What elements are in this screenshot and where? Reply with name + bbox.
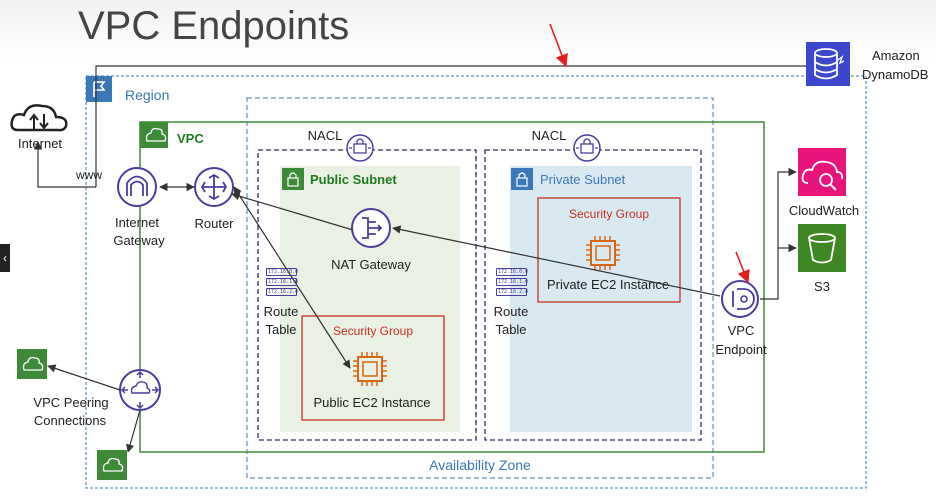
vpc-endpoint-label-line2: Endpoint	[715, 342, 767, 357]
nacl-public-label: NACL	[307, 128, 343, 143]
private-ec2-icon	[586, 236, 620, 270]
vpc-endpoint-label-line1: VPC	[727, 323, 755, 338]
vpc-label: VPC	[177, 131, 204, 146]
region-flag-icon	[86, 76, 112, 102]
region-box	[85, 75, 867, 489]
route-entry: 172.16.1.0	[266, 278, 299, 286]
security-group-private-box	[537, 197, 681, 303]
route-entry: 172.16.1.0	[496, 278, 529, 286]
router-icon	[194, 167, 234, 207]
internet-gateway-icon	[117, 167, 157, 207]
security-group-public-label: Security Group	[332, 324, 414, 338]
route-entry: 172.16.0.0	[496, 268, 529, 276]
security-group-private-label: Security Group	[568, 207, 650, 221]
router-label: Router	[194, 216, 234, 231]
dynamodb-label-line2: DynamoDB	[862, 67, 929, 82]
nacl-private-label: NACL	[531, 128, 567, 143]
route-table-private-icon: 172.16.0.0 172.16.1.0 172.16.2.0	[496, 268, 529, 298]
route-table-private-label-line1: Route	[493, 304, 529, 319]
internet-gateway-label-line2: Gateway	[113, 233, 165, 248]
public-ec2-icon	[353, 352, 387, 386]
region-label: Region	[125, 87, 170, 103]
private-ec2-label: Private EC2 Instance	[546, 277, 670, 292]
annotation-arrow-dynamodb	[549, 23, 568, 68]
availability-zone-box	[246, 97, 714, 479]
internet-label: Internet	[17, 136, 63, 151]
s3-label: S3	[814, 279, 830, 294]
previous-slide-tab[interactable]: ‹	[0, 244, 10, 272]
availability-zone-label: Availability Zone	[429, 457, 531, 473]
route-entry: 172.16.0.0	[266, 268, 299, 276]
private-subnet-label: Private Subnet	[540, 172, 626, 187]
page-title: VPC Endpoints	[78, 4, 350, 48]
vpc-peering-label-line2: Connections	[33, 413, 107, 428]
connection-lines	[33, 65, 806, 453]
route-entry: 172.16.2.0	[496, 288, 529, 296]
peer-vpc-icon-top	[17, 349, 47, 379]
cloudwatch-label: CloudWatch	[788, 203, 860, 218]
public-ec2-label: Public EC2 Instance	[313, 395, 431, 410]
s3-icon	[798, 224, 846, 272]
vpc-peering-icon	[119, 369, 161, 411]
public-subnet-lock-icon	[282, 168, 304, 190]
route-table-public-icon: 172.16.0.0 172.16.1.0 172.16.2.0	[266, 268, 299, 298]
www-label: www	[76, 168, 102, 182]
route-table-private-label-line2: Table	[495, 322, 527, 337]
internet-cloud-icon	[10, 104, 68, 132]
nat-gateway-icon	[351, 208, 391, 248]
annotation-arrow-endpoint	[735, 251, 750, 284]
route-entry: 172.16.2.0	[266, 288, 299, 296]
internet-gateway-label-line1: Internet	[114, 215, 160, 230]
route-table-public-label-line2: Table	[265, 322, 297, 337]
nacl-private-icon	[573, 134, 601, 162]
cloudwatch-icon	[798, 148, 846, 196]
dynamodb-label-line1: Amazon	[872, 48, 920, 63]
dynamodb-icon	[806, 42, 850, 86]
route-table-public-label-line1: Route	[263, 304, 299, 319]
vpc-box	[139, 121, 765, 453]
nacl-public-icon	[346, 134, 374, 162]
public-subnet-label: Public Subnet	[310, 172, 397, 187]
vpc-endpoint-icon	[721, 280, 759, 318]
nat-gateway-label: NAT Gateway	[331, 257, 411, 272]
peer-vpc-icon-bottom	[97, 450, 127, 480]
vpc-peering-label-line1: VPC Peering	[33, 395, 109, 410]
private-subnet-lock-icon	[511, 168, 533, 190]
